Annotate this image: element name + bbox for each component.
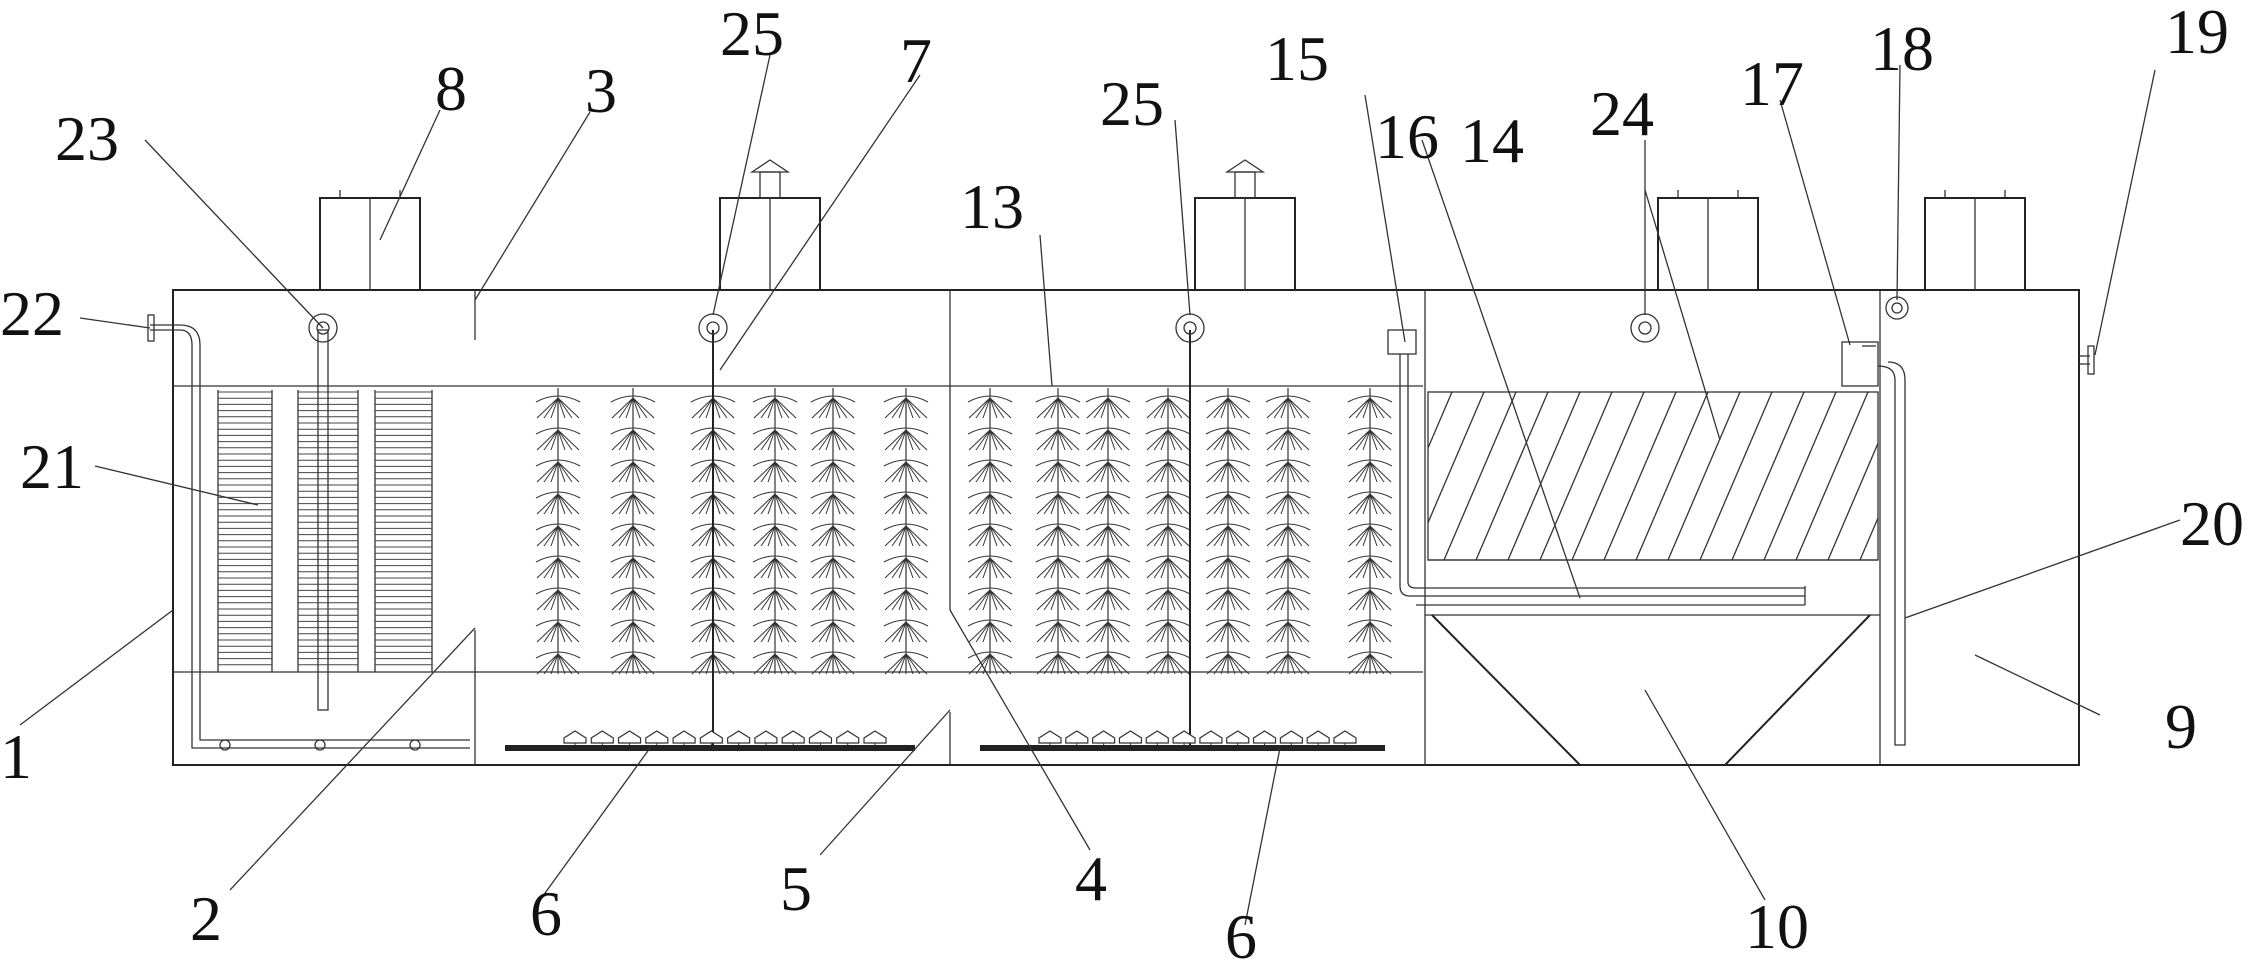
air-valve-23	[308, 313, 338, 343]
label-18: 18	[1870, 13, 1934, 84]
air-risers	[698, 313, 1205, 745]
brush-filler	[535, 388, 581, 675]
weir-box-15	[1387, 329, 1417, 355]
label-17: 17	[1740, 48, 1804, 119]
label-10: 10	[1745, 891, 1809, 960]
label-14: 14	[1460, 105, 1524, 176]
outlet-zone	[1841, 296, 2095, 746]
outlet-flange-19	[2087, 345, 2095, 375]
label-19: 19	[2165, 0, 2229, 67]
brush-filler	[1347, 388, 1393, 675]
label-6b: 6	[1225, 901, 1257, 960]
label-1: 1	[0, 721, 32, 792]
screen-panels-21	[217, 390, 433, 672]
inlet-chamber	[147, 313, 470, 751]
label-16: 16	[1375, 101, 1439, 172]
screen-panel	[374, 390, 433, 672]
inclined-tubes-14	[1427, 391, 1879, 561]
valve-18	[1885, 296, 1909, 320]
label-7: 7	[900, 25, 932, 96]
aerator-row	[980, 730, 1385, 751]
label-15: 15	[1265, 23, 1329, 94]
hopper-right	[1724, 614, 1871, 766]
brush-filler	[967, 388, 1013, 675]
inclined-tube-hatch	[1428, 392, 1878, 560]
label-6a: 6	[530, 878, 562, 949]
label-24: 24	[1590, 78, 1654, 149]
aerator-rows-6	[505, 730, 1385, 751]
brush-filler	[883, 388, 929, 675]
label-4: 4	[1075, 843, 1107, 914]
hopper-left	[1431, 614, 1581, 766]
label-9: 9	[2165, 691, 2197, 762]
screen-panel	[217, 390, 273, 672]
aerator-row	[505, 730, 915, 751]
label-21: 21	[20, 431, 84, 502]
label-25a: 25	[720, 0, 784, 69]
label-22: 22	[0, 278, 64, 349]
brush-filler	[1035, 388, 1081, 675]
valve-24	[1630, 313, 1660, 343]
label-23: 23	[55, 103, 119, 174]
brush-filler	[610, 388, 656, 675]
label-8: 8	[435, 53, 467, 124]
brush-filler	[1145, 388, 1191, 675]
leader-lines	[19, 54, 2181, 926]
outlet-weir-17	[1841, 341, 1879, 387]
brush-filler	[1265, 388, 1311, 675]
label-20: 20	[2180, 488, 2244, 559]
label-5: 5	[780, 853, 812, 924]
brush-filler	[752, 388, 798, 675]
label-2: 2	[190, 883, 222, 954]
label-13: 13	[960, 171, 1024, 242]
label-3: 3	[585, 55, 617, 126]
brush-filler	[1085, 388, 1131, 675]
brush-filler	[1205, 388, 1251, 675]
brush-filler	[810, 388, 856, 675]
top-covers	[319, 159, 2026, 291]
tank-body	[172, 289, 2080, 766]
tank-outline	[172, 289, 2080, 766]
label-25b: 25	[1100, 68, 1164, 139]
biofilm-fillers-13	[535, 388, 1393, 675]
settling-zone	[1387, 313, 1880, 766]
